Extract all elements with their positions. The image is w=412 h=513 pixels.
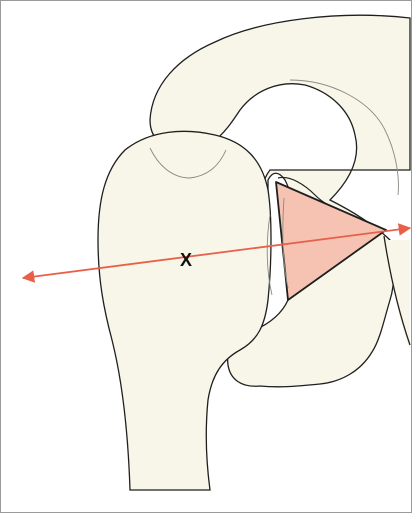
humerus-outline [98, 131, 271, 490]
axis-label-x: X [180, 250, 192, 270]
